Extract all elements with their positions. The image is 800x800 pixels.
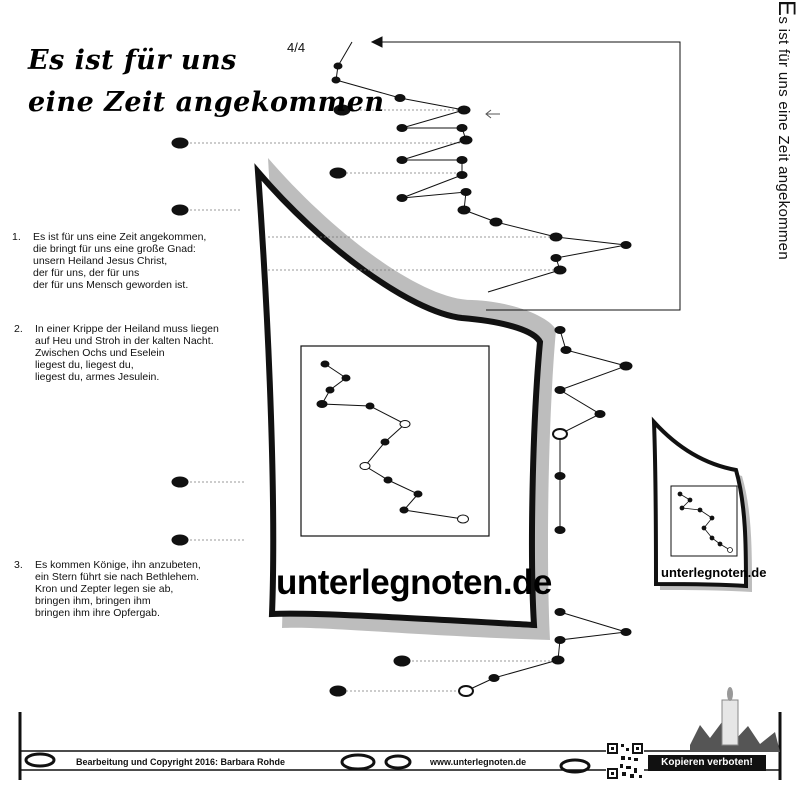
main-melody-top [331,41,632,293]
verse-number: 3. [14,559,23,571]
verse-number: 1. [12,231,21,243]
verse-number: 2. [14,323,23,335]
main-melody-bottom [458,608,632,697]
title-line-2: eine Zeit angekommen [28,87,385,118]
verse-line: bringen ihm ihre Opfergab. [35,607,160,619]
verse-line: Zwischen Ochs und Eselein [35,347,165,359]
repeat-arrow [370,36,681,311]
qr-code-icon [606,742,644,780]
footer-website[interactable]: www.unterlegnoten.de [430,757,527,767]
verse-line: Kron und Zepter legen sie ab, [35,583,174,595]
dotted-guides [190,109,555,692]
time-signature: 4/4 [287,40,306,55]
verse-line: ein Stern führt sie nach Bethlehem. [35,571,200,583]
verse-line: die bringt für uns eine große Gnad: [33,243,196,255]
verse-line: liegest du, armes Jesulein. [35,371,160,383]
side-title: Es ist für uns eine Zeit angekommen [764,0,800,300]
large-frame-inner-box [300,345,490,537]
verse-line: der für uns Mensch geworden ist. [33,279,189,291]
verse-line: Es kommen Könige, ihn anzubeten, [35,559,201,571]
verse-line: In einer Krippe der Heiland muss liegen [35,323,219,335]
verse-line: der für uns, der für uns [33,267,140,279]
verse-line: Es ist für uns eine Zeit angekommen, [33,231,207,243]
verse-line: bringen ihm, bringen ihm [35,595,151,607]
side-title-text: Es ist für uns eine Zeit angekommen [772,0,800,260]
small-frame-inner-box [670,485,738,557]
brand-small: unterlegnoten.de [661,565,767,580]
candle-decoration [690,687,780,752]
verse-line: unsern Heiland Jesus Christ, [33,255,168,267]
main-melody-middle [552,326,633,534]
small-frame-melody [677,491,733,553]
breath-marks [171,104,411,697]
copy-prohibited-badge: Kopieren verboten! [648,755,766,771]
title-line-1: Es ist für uns [28,45,237,76]
large-frame-melody [316,360,469,524]
side-title-first-letter: E [773,0,800,17]
small-arrow-icon [485,109,500,119]
footer-copyright: Bearbeitung und Copyright 2016: Barbara … [76,757,286,767]
verse-line: liegest du, liegest du, [35,359,134,371]
side-title-rest: s ist für uns eine Zeit angekommen [775,16,792,260]
verse-line: auf Heu und Stroh in der kalten Nacht. [35,335,214,347]
brand-large: unterlegnoten.de [276,563,552,602]
